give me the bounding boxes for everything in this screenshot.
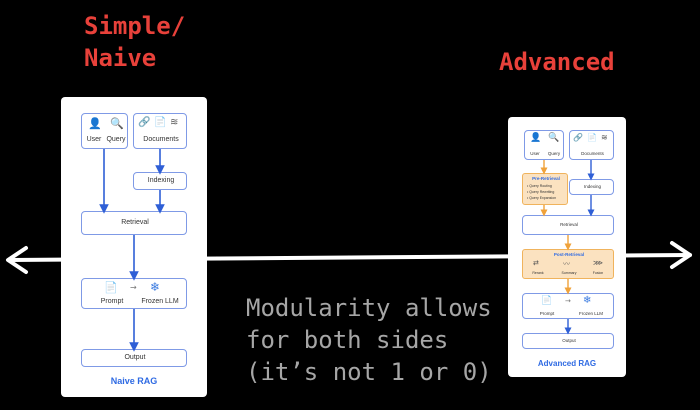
retrieval-box: Retrieval: [81, 211, 187, 235]
user-label: User: [86, 136, 102, 143]
query-icon: 🔍: [110, 117, 124, 130]
waveform-icon: 〰: [563, 260, 570, 268]
post-item: Summary: [561, 271, 577, 275]
user-query-box: 👤 🔍 User Query: [81, 113, 128, 149]
user-icon: 👤: [88, 117, 102, 130]
shuffle-icon: ⇄: [533, 259, 539, 267]
pre-retrieval-label: Pre-Retrieval: [532, 176, 560, 181]
documents-box: 🔗 📄 ≋ Documents: [133, 113, 187, 149]
adv-documents-label: Documents: [581, 151, 604, 156]
adv-prompt-label: Prompt: [539, 311, 555, 316]
layers-icon: ≋: [601, 133, 608, 142]
fusion-icon: ⋙: [593, 259, 603, 267]
adv-indexing-label: Indexing: [583, 184, 601, 189]
arrow-right-icon: →: [130, 283, 137, 292]
simple-naive-label: Simple/ Naive: [84, 12, 186, 72]
adv-user-query-box: 👤 🔍 User Query: [524, 130, 564, 160]
adv-query-label: Query: [547, 151, 561, 156]
query-icon: 🔍: [548, 133, 560, 143]
documents-label: Documents: [143, 136, 179, 143]
link-icon: 🔗: [138, 117, 151, 128]
post-retrieval-label: Post-Retrieval: [553, 252, 585, 257]
prompt-label: Prompt: [100, 298, 124, 305]
pre-item: • Query Expansion: [527, 196, 557, 200]
adv-output-label: Output: [562, 338, 576, 343]
naive-connectors: [99, 149, 165, 352]
snowflake-icon: ❄: [150, 280, 161, 294]
output-label: Output: [124, 354, 146, 361]
prompt-icon: 📄: [541, 296, 553, 306]
query-label: Query: [106, 136, 126, 143]
link-icon: 🔗: [573, 133, 583, 142]
modularity-note: Modularity allows for both sides (it’s n…: [246, 294, 492, 386]
adv-documents-box: 🔗 📄 ≋ Documents: [569, 130, 614, 160]
document-icon: 📄: [587, 133, 597, 142]
adv-retrieval-box: Retrieval: [522, 215, 614, 235]
pre-item: • Query Rewriting: [527, 190, 555, 194]
advanced-rag-card: 👤 🔍 User Query 🔗 📄 ≋ Documents Pre-Retri…: [508, 117, 626, 377]
naive-rag-title: Naive RAG: [110, 376, 158, 386]
post-item: Fusion: [592, 271, 604, 275]
post-item: Rerank: [532, 271, 544, 275]
arrow-right-icon: →: [565, 297, 571, 305]
advanced-label: Advanced: [499, 48, 615, 76]
pre-item: • Query Routing: [527, 184, 552, 188]
layers-icon: ≋: [170, 117, 179, 128]
advanced-rag-title: Advanced RAG: [537, 359, 597, 368]
document-icon: 📄: [154, 117, 167, 128]
user-icon: 👤: [530, 133, 542, 143]
retrieval-label: Retrieval: [121, 219, 149, 226]
prompt-llm-box: 📄 → ❄ Prompt Frozen LLM: [81, 278, 187, 309]
adv-retrieval-label: Retrieval: [560, 222, 578, 227]
indexing-label: Indexing: [147, 177, 175, 184]
frozen-llm-label: Frozen LLM: [141, 298, 179, 305]
adv-user-label: User: [530, 151, 540, 156]
post-retrieval-box: Post-Retrieval ⇄ 〰 ⋙ Rerank Summary Fusi…: [522, 249, 614, 279]
pre-retrieval-box: Pre-Retrieval • Query Routing • Query Re…: [522, 173, 568, 205]
adv-frozen-llm-label: Frozen LLM: [578, 311, 603, 316]
naive-rag-card: 👤 🔍 User Query 🔗 📄 ≋ Documents Indexing …: [61, 97, 207, 397]
prompt-icon: 📄: [104, 281, 118, 294]
snowflake-icon: ❄: [583, 295, 592, 306]
advanced-connectors: [540, 160, 595, 335]
